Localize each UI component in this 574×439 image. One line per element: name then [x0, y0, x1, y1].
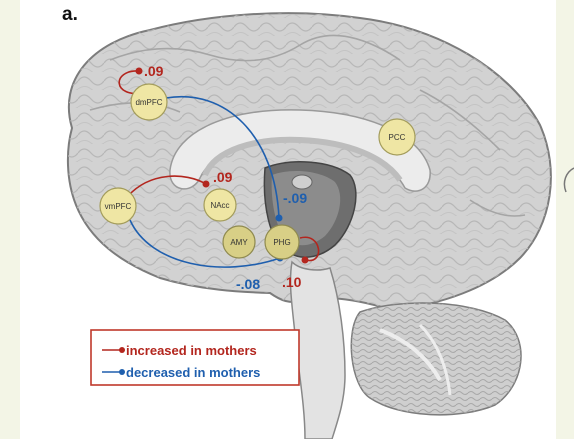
dmpfc-self-loop-dot [136, 68, 143, 75]
roi-label-vmpfc: vmPFC [105, 202, 132, 211]
dmpfc-phg-dot [276, 215, 283, 222]
value-dmpfc-phg: -.09 [283, 190, 307, 206]
value-dmpfc-self: .09 [144, 63, 164, 79]
cerebellum [351, 303, 521, 415]
legend-decreased-dot [119, 369, 125, 375]
panel-label: a. [62, 4, 78, 25]
roi-label-nacc: NAcc [210, 201, 229, 210]
value-vmpfc-nacc: .09 [213, 169, 233, 185]
value-phg-self: .10 [282, 274, 302, 290]
legend: increased in mothers decreased in mother… [91, 330, 299, 385]
legend-decreased-label: decreased in mothers [126, 365, 260, 380]
roi-label-phg: PHG [273, 238, 290, 247]
roi-label-dmpfc: dmPFC [135, 98, 162, 107]
legend-increased-dot [119, 347, 125, 353]
roi-label-amy: AMY [230, 238, 248, 247]
phg-self-loop-dot [302, 257, 309, 264]
legend-increased-label: increased in mothers [126, 343, 257, 358]
value-vmpfc-phg: -.08 [236, 276, 260, 292]
vmpfc-nacc-dot [203, 181, 210, 188]
roi-label-pcc: PCC [389, 133, 406, 142]
